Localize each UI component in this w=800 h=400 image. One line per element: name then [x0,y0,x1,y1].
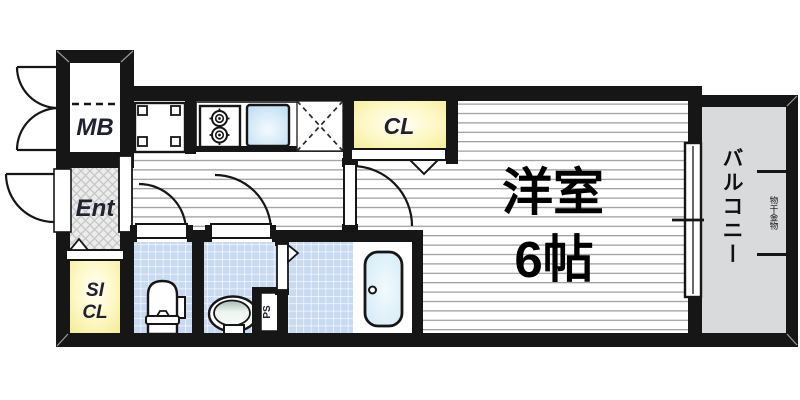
bathtub-drain [368,285,377,295]
closet [353,101,446,150]
balcony [702,107,792,333]
entrance-step [118,155,133,233]
kitchen-wall-stub [185,99,196,154]
washroom-door-leaf [210,223,272,239]
wall-mb-right [120,50,134,168]
main-room-door-arc [351,164,414,227]
wall-balcony-right [786,95,798,347]
shoe-closet-label-line1: SI [86,280,105,301]
bath-door-fold-mark [287,243,300,265]
wall-top [120,86,702,101]
toilet-door-leaf [135,223,188,239]
corner-miters [56,50,798,347]
entrance-door [4,168,72,233]
washroom-door-cap-left [205,225,214,238]
washer-space [296,100,344,152]
wall-entcol-right [120,230,134,347]
closet-folding-door [350,148,447,176]
pipe-space-label: PS [262,305,273,319]
wall-balcony-bottom [688,333,798,347]
shoe-closet-fold-bar [65,249,125,261]
entrance-door-arc [4,173,55,224]
bath-door-strip [276,243,289,291]
bathtub [363,250,404,328]
wall-bath-right [412,242,423,347]
entrance-area [70,166,120,252]
wall-mb-top [56,50,134,63]
washroom-door [205,173,276,239]
main-room-name: 洋室 [502,164,604,221]
closet-fold-bar [350,148,447,161]
wall-bottom [56,333,702,347]
kitchen [133,99,345,154]
main-room-door-cap-top [342,158,358,167]
shoe-closet-fold-mark [68,237,90,251]
closet-label: CL [384,113,415,139]
washroom [204,242,286,335]
washbasin [207,295,259,335]
shoe-closet-label-line2: CL [82,302,107,323]
wall-toilet-washroom [192,242,204,347]
wall-mb-bottom [56,152,122,168]
entrance-door-opening [53,168,72,233]
balcony-floor [702,107,786,333]
stove [198,104,242,149]
counter-edge [196,146,344,152]
toilet-door [130,182,193,239]
refrigerator-space [133,101,187,154]
shoe-closet [70,255,120,333]
toilet-door-cap-left [130,225,139,238]
main-room-door [342,158,414,233]
bathroom [288,242,412,333]
main-room-door-cap-bottom [342,224,358,233]
kitchen-sink [245,103,291,148]
bath-door-cap-top [275,239,289,246]
balcony-label: バルコニー [720,147,743,267]
wall-closet-left [343,98,354,164]
mb-door-arc-upper [15,66,59,110]
bathroom-folding-door [275,239,300,295]
balcony-window [672,141,704,299]
entrance-label: Ent [76,195,116,222]
shoe-closet-folding-door [65,237,125,261]
toilet-room [134,242,192,336]
closet-fold-mark [407,159,441,176]
toilet-door-arc [138,182,188,232]
toilet-fixture [145,279,186,336]
main-room-size: 6帖 [514,231,593,288]
toilet-door-cap-right [184,225,193,238]
meter-box-label: MB [76,114,113,141]
mb-door-arc-lower [15,106,59,151]
bath-door-cap-bottom [275,288,289,295]
main-room-door-leaf [343,163,357,227]
wall-mb-left [56,50,70,158]
wall-closet-right [446,98,458,164]
wall-balcony-top [688,95,798,107]
laundry-hardware-label: 物干金物 [769,196,779,230]
washroom-door-arc [214,173,273,232]
wall-hall-c [272,230,423,242]
mb-doors [15,65,59,152]
